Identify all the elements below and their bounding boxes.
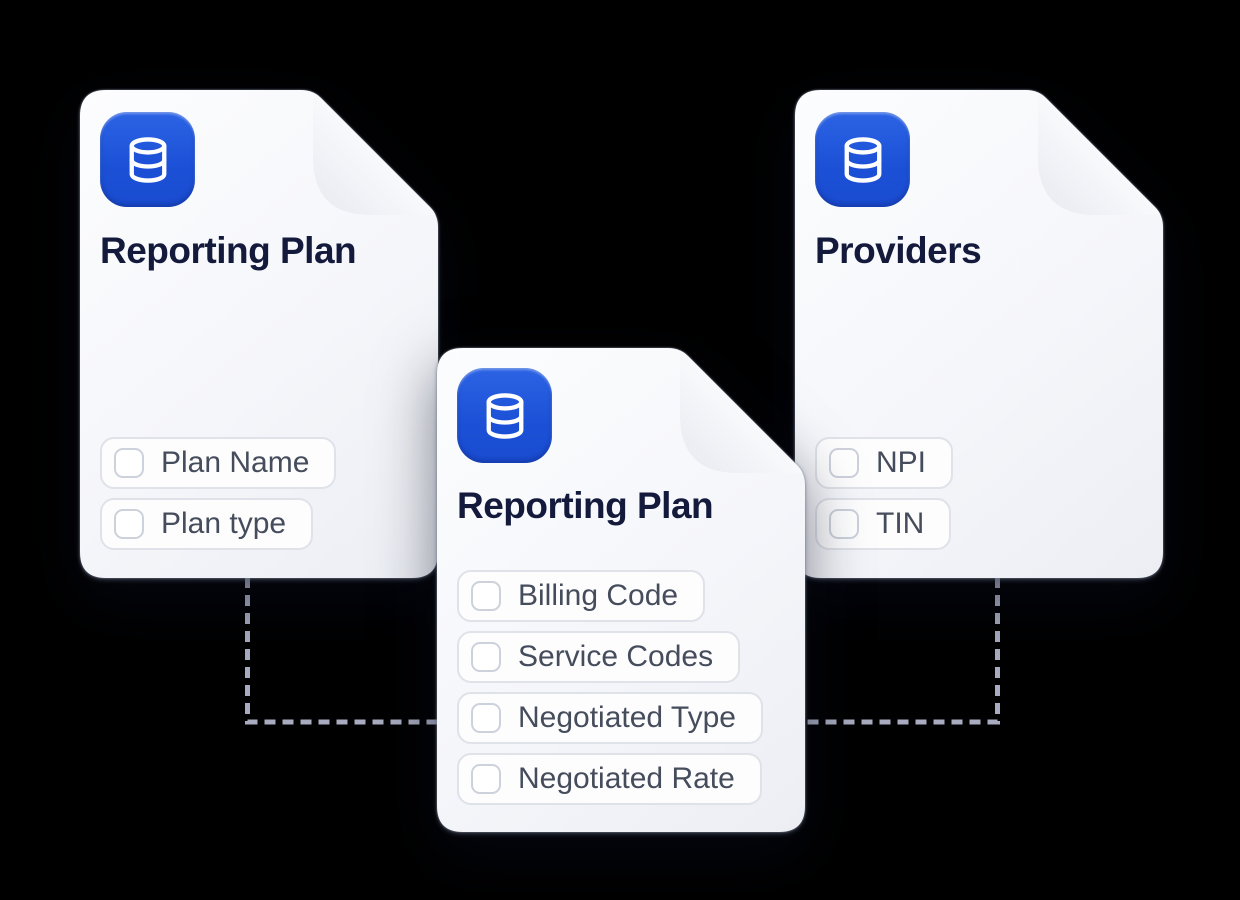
card-title: Reporting Plan xyxy=(457,485,714,526)
folded-corner xyxy=(680,348,805,473)
database-icon xyxy=(457,368,552,463)
field-chip-plan-type[interactable]: Plan type xyxy=(100,498,313,550)
field-chip-billing-code[interactable]: Billing Code xyxy=(457,570,705,622)
sheet-body: Providers NPI TIN xyxy=(795,90,1163,578)
checkbox[interactable] xyxy=(471,642,501,672)
checkbox[interactable] xyxy=(829,448,859,478)
field-label: TIN xyxy=(876,507,925,540)
reporting-plan-left-card: Reporting Plan Plan Name Plan type xyxy=(80,90,438,578)
database-icon xyxy=(815,112,910,207)
field-label: Service Codes xyxy=(518,640,714,673)
field-list: Billing Code Service Codes Negotiated Ty… xyxy=(457,570,763,805)
database-icon xyxy=(100,112,195,207)
sheet-body: Reporting Plan Plan Name Plan type xyxy=(80,90,438,578)
field-chip-service-codes[interactable]: Service Codes xyxy=(457,631,740,683)
sheet-body: Reporting Plan Billing Code Service Code… xyxy=(437,348,805,832)
connector-right xyxy=(806,577,1000,725)
field-label: NPI xyxy=(876,446,927,479)
field-chip-negotiated-rate[interactable]: Negotiated Rate xyxy=(457,753,762,805)
checkbox[interactable] xyxy=(114,448,144,478)
checkbox[interactable] xyxy=(471,581,501,611)
checkbox[interactable] xyxy=(471,764,501,794)
checkbox[interactable] xyxy=(471,703,501,733)
field-chip-tin[interactable]: TIN xyxy=(815,498,951,550)
folded-corner xyxy=(1038,90,1163,215)
field-chip-negotiated-type[interactable]: Negotiated Type xyxy=(457,692,763,744)
field-label: Billing Code xyxy=(518,579,679,612)
field-label: Negotiated Rate xyxy=(518,762,735,795)
folded-corner xyxy=(313,90,438,215)
checkbox[interactable] xyxy=(829,509,859,539)
field-list: NPI TIN xyxy=(815,437,953,550)
reporting-plan-center-card: Reporting Plan Billing Code Service Code… xyxy=(437,348,805,832)
checkbox[interactable] xyxy=(114,509,144,539)
field-label: Plan type xyxy=(161,507,287,540)
card-title: Reporting Plan xyxy=(100,230,357,271)
providers-card: Providers NPI TIN xyxy=(795,90,1163,578)
field-chip-npi[interactable]: NPI xyxy=(815,437,953,489)
field-label: Plan Name xyxy=(161,446,310,479)
field-list: Plan Name Plan type xyxy=(100,437,336,550)
field-chip-plan-name[interactable]: Plan Name xyxy=(100,437,336,489)
connector-left xyxy=(245,577,437,725)
field-label: Negotiated Type xyxy=(518,701,736,734)
card-title: Providers xyxy=(815,230,982,271)
